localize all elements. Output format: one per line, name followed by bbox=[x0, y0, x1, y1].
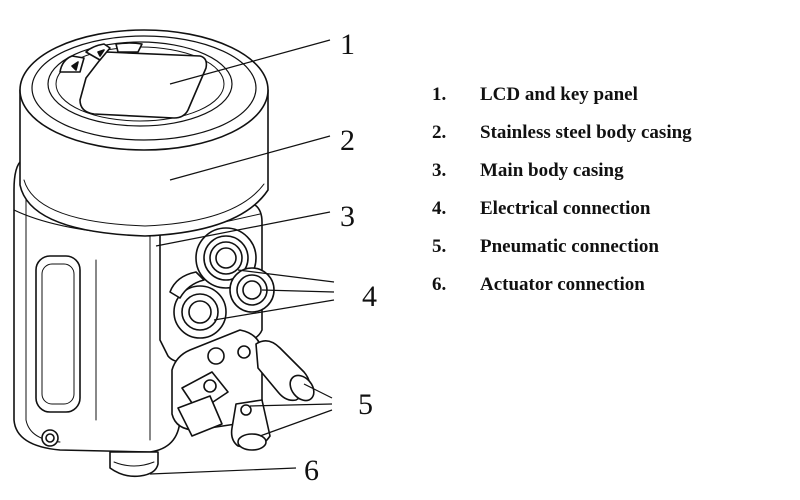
legend-item-number: 3. bbox=[432, 160, 447, 181]
legend-item-number: 4. bbox=[432, 198, 447, 219]
leader-line-5a bbox=[303, 383, 333, 399]
callout-number-4: 4 bbox=[362, 280, 377, 313]
legend-item-number: 6. bbox=[432, 274, 447, 295]
legend-item-number: 5. bbox=[432, 236, 447, 257]
callout-number-5: 5 bbox=[358, 388, 373, 421]
callout-number-1: 1 bbox=[340, 28, 355, 61]
leader-line-4b bbox=[261, 289, 335, 293]
leader-line-5c bbox=[259, 409, 333, 437]
legend-item-label: Pneumatic connection bbox=[480, 236, 659, 257]
legend-item: 1. LCD and key panel bbox=[432, 76, 792, 114]
legend-item: 2. Stainless steel body casing bbox=[432, 114, 792, 152]
legend-item-number: 2. bbox=[432, 122, 447, 143]
legend-item: 4. Electrical connection bbox=[432, 190, 792, 228]
key-button bbox=[115, 42, 143, 53]
leader-line-4c bbox=[213, 299, 335, 321]
legend-item-label: Electrical connection bbox=[480, 198, 651, 219]
actuator-connection bbox=[109, 451, 159, 478]
leader-line-5b bbox=[249, 403, 333, 407]
key-button bbox=[59, 55, 85, 73]
leader-line-4a bbox=[237, 269, 335, 283]
legend-item-number: 1. bbox=[432, 84, 447, 105]
legend-item: 5. Pneumatic connection bbox=[432, 228, 792, 266]
leader-lines bbox=[149, 39, 335, 475]
pneumatic-connection bbox=[171, 329, 315, 451]
leader-line-6 bbox=[149, 467, 297, 475]
callout-number-2: 2 bbox=[340, 124, 355, 157]
lcd-and-key-panel bbox=[19, 29, 269, 151]
legend-item: 3. Main body casing bbox=[432, 152, 792, 190]
legend-item-label: Main body casing bbox=[480, 160, 624, 181]
legend-item: 6. Actuator connection bbox=[432, 266, 792, 304]
leader-line-2 bbox=[169, 135, 331, 181]
leader-line-1 bbox=[169, 39, 331, 85]
callout-numbers: 1 2 3 4 5 6 bbox=[304, 28, 377, 487]
callout-number-6: 6 bbox=[304, 454, 319, 487]
legend-item-label: LCD and key panel bbox=[480, 84, 638, 105]
callout-number-3: 3 bbox=[340, 200, 355, 233]
legend-item-label: Actuator connection bbox=[480, 274, 645, 295]
electrical-connection bbox=[169, 227, 275, 339]
leader-line-3 bbox=[155, 211, 331, 247]
lcd-screen bbox=[79, 51, 208, 119]
legend-item-label: Stainless steel body casing bbox=[480, 122, 692, 143]
legend: 1. LCD and key panel 2. Stainless steel bod… bbox=[432, 76, 792, 304]
